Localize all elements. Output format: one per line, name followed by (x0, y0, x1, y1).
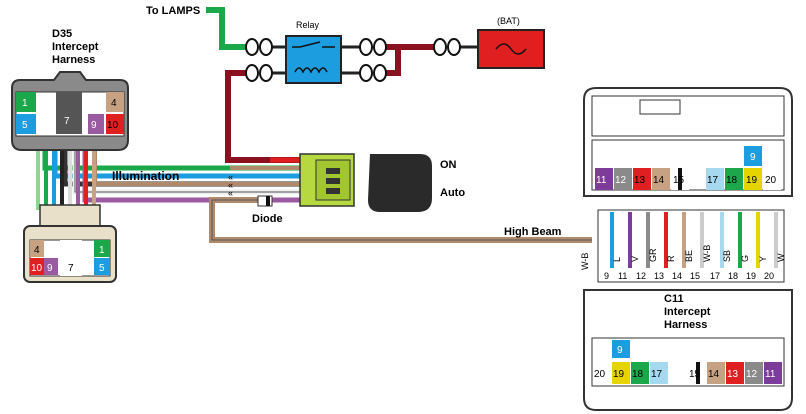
headlight-switch: ON Auto (299, 153, 465, 212)
svg-text:13: 13 (634, 175, 646, 186)
svg-text:D35: D35 (52, 28, 72, 40)
svg-text:«: « (228, 188, 233, 198)
svg-text:Intercept: Intercept (52, 41, 99, 53)
svg-text:20: 20 (765, 175, 777, 186)
svg-text:15: 15 (673, 175, 685, 186)
bat-label: (BAT) (497, 16, 520, 26)
svg-text:Harness: Harness (52, 54, 95, 66)
relay-to-switch-wire (225, 70, 300, 163)
svg-text:GR: GR (648, 248, 658, 262)
svg-text:11: 11 (765, 369, 776, 380)
svg-text:4: 4 (34, 245, 40, 256)
svg-text:20: 20 (594, 369, 606, 380)
svg-text:12: 12 (636, 271, 646, 281)
to-lamps-wire (206, 7, 246, 50)
svg-text:18: 18 (726, 175, 738, 186)
svg-text:9: 9 (604, 271, 609, 281)
d35-harness-wires (36, 148, 96, 210)
relay: Relay (285, 20, 342, 84)
svg-text:7: 7 (64, 116, 70, 127)
svg-text:18: 18 (632, 369, 644, 380)
svg-text:W: W (776, 253, 786, 262)
svg-text:4: 4 (111, 98, 117, 109)
d35-label: D35 Intercept Harness (52, 28, 99, 66)
battery-fuse: (BAT) (477, 16, 545, 69)
svg-text:12: 12 (615, 175, 627, 186)
svg-text:19: 19 (746, 271, 756, 281)
svg-text:L: L (612, 257, 622, 262)
high-beam-label: High Beam (504, 226, 562, 238)
svg-text:W-B: W-B (580, 253, 590, 270)
c11-wires: L V GR R BE W-B SB G Y W W-B 9 11 12 13 … (580, 209, 786, 283)
svg-text:«: « (228, 180, 233, 190)
svg-text:5: 5 (99, 263, 105, 274)
svg-text:17: 17 (710, 271, 720, 281)
d35-top-connector: 1 5 7 9 10 4 (11, 71, 129, 151)
relay-wires (272, 44, 478, 76)
svg-text:SB: SB (722, 250, 732, 262)
svg-text:18: 18 (728, 271, 738, 281)
svg-text:20: 20 (764, 271, 774, 281)
c11-label-2: Intercept (664, 306, 711, 318)
svg-text:17: 17 (707, 175, 719, 186)
relay-connectors (245, 38, 461, 82)
svg-text:14: 14 (672, 271, 682, 281)
svg-text:17: 17 (651, 369, 663, 380)
svg-text:5: 5 (22, 120, 28, 131)
illumination-label: Illumination (112, 169, 179, 183)
svg-text:11: 11 (618, 271, 627, 281)
svg-text:W-B: W-B (702, 245, 712, 262)
svg-text:G: G (740, 255, 750, 262)
svg-text:11: 11 (596, 175, 607, 186)
svg-text:10: 10 (107, 120, 119, 131)
c11-top-connector: 11 12 13 14 15 17 18 19 9 20 (583, 87, 793, 197)
diode-label: Diode (252, 213, 283, 225)
svg-text:V: V (630, 256, 640, 262)
switch-auto-label: Auto (440, 187, 465, 199)
c11-label-1: C11 (664, 293, 684, 305)
svg-text:9: 9 (750, 152, 756, 163)
c11-label-3: Harness (664, 319, 707, 331)
svg-text:13: 13 (654, 271, 664, 281)
svg-text:1: 1 (22, 98, 28, 109)
svg-text:15: 15 (690, 271, 700, 281)
svg-text:9: 9 (617, 345, 623, 356)
svg-text:«: « (228, 172, 233, 182)
c11-bottom-connector: C11 Intercept Harness 9 20 19 18 17 15 1… (583, 289, 793, 411)
d35-bottom-connector: 4 10 9 7 1 5 (23, 204, 117, 283)
illumination-arrows: « « « (228, 172, 233, 198)
svg-text:Y: Y (758, 256, 768, 262)
svg-text:14: 14 (708, 369, 720, 380)
svg-text:14: 14 (653, 175, 665, 186)
diode: Diode (252, 195, 283, 225)
svg-text:BE: BE (684, 250, 694, 262)
svg-text:12: 12 (746, 369, 758, 380)
switch-on-label: ON (440, 159, 457, 171)
svg-text:19: 19 (746, 175, 758, 186)
svg-text:9: 9 (47, 263, 53, 274)
svg-text:7: 7 (68, 263, 74, 274)
svg-text:9: 9 (91, 120, 97, 131)
svg-text:10: 10 (31, 263, 43, 274)
svg-text:19: 19 (613, 369, 625, 380)
relay-label: Relay (296, 20, 320, 30)
svg-text:R: R (666, 255, 676, 262)
svg-text:13: 13 (727, 369, 739, 380)
to-lamps-label: To LAMPS (146, 5, 200, 17)
svg-text:15: 15 (689, 369, 701, 380)
svg-text:1: 1 (99, 245, 105, 256)
